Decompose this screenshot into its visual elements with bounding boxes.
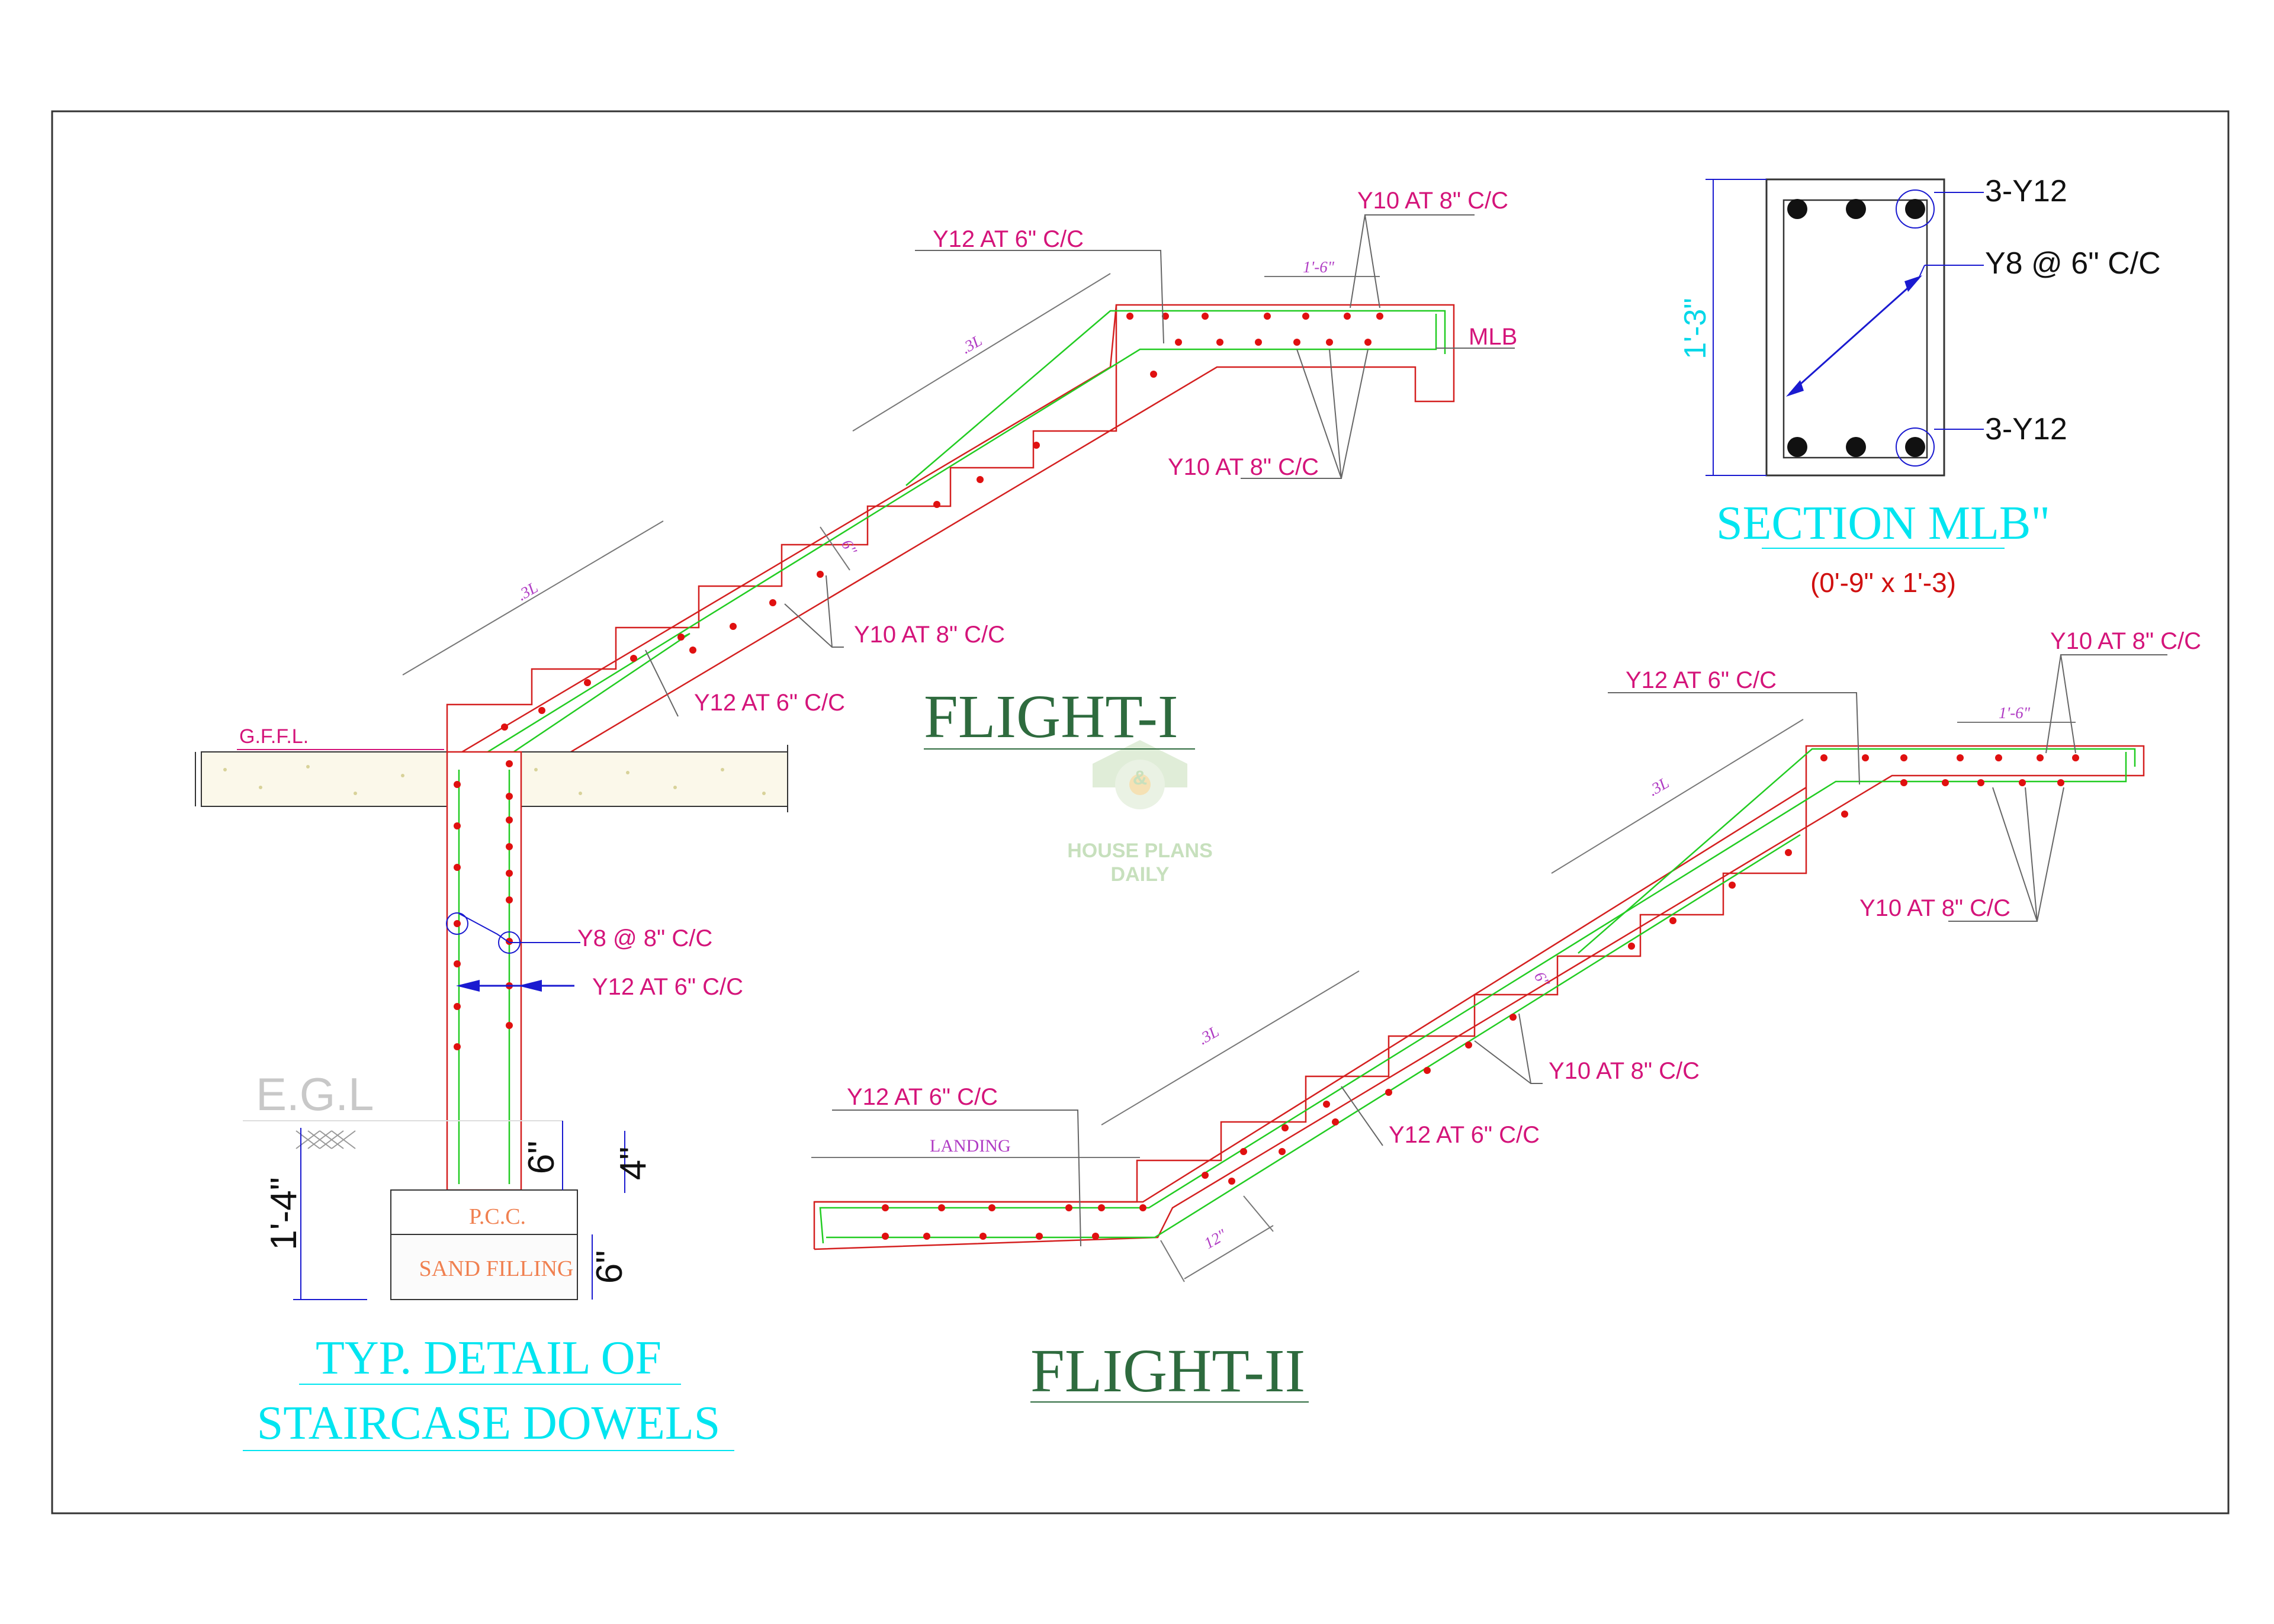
flight-2-leaders <box>832 654 2167 1247</box>
flight-1-label-landing-y10: Y10 AT 8" C/C <box>1168 454 1319 480</box>
dowel-dim-4: 4" <box>613 1147 654 1181</box>
flight-2-label-landing-y10: Y10 AT 8" C/C <box>1859 895 2010 921</box>
watermark-line2: DAILY <box>1111 863 1170 886</box>
flight-2-label-waist-y10: Y10 AT 8" C/C <box>1549 1058 1700 1084</box>
flight-1-dim-upper: .3L <box>958 332 985 358</box>
sand-block <box>390 1234 578 1300</box>
flight-1-label-mlb: MLB <box>1469 324 1517 350</box>
flight-2-label-waist-y12: Y12 AT 6" C/C <box>1389 1122 1540 1148</box>
flight-2-dim-waist: 6" <box>1531 969 1554 991</box>
flight-2-title: FLIGHT-II <box>1030 1337 1305 1405</box>
flight-1-bottom-bar <box>458 314 1437 771</box>
section-title: SECTION MLB" <box>1716 497 2050 549</box>
watermark-logo: & HOUSE PLANS DAILY <box>1067 740 1213 886</box>
flight-1: .3L .3L 1'-6" 6" Y12 AT 6" C/C Y10 AT 8"… <box>402 188 1517 808</box>
section-stirrup-label: Y8 @ 6" C/C <box>1985 246 2161 281</box>
dowel-tie-label: Y8 @ 8" C/C <box>577 925 712 951</box>
section-stirrup <box>1782 199 1928 459</box>
dowel-title-1: TYP. DETAIL OF <box>316 1332 661 1384</box>
floor-slab-texture <box>223 765 766 795</box>
flight-2-top-bar <box>1578 748 2136 954</box>
flight-2-dots <box>882 754 2079 1240</box>
dowel-detail: P.C.C. SAND FILLING 1'-4" 6" 4" 6" E.G.L… <box>195 725 788 1451</box>
dowel-bar-label: Y12 AT 6" C/C <box>592 974 743 1000</box>
flight-2-slab <box>814 786 1807 1203</box>
flight-1-steps <box>446 304 1455 808</box>
flight-2-steps <box>813 745 2145 1250</box>
flight-2-dim-landing: 1'-6" <box>1999 704 2031 722</box>
section-bottom-bars: 3-Y12 <box>1985 412 2067 446</box>
flight-2-dim-lower: .3L <box>1195 1022 1222 1049</box>
section-bars <box>1787 199 1925 457</box>
egl-hatch <box>296 1130 356 1149</box>
flight-1-leaders <box>645 214 1515 717</box>
flight-2-landing: LANDING <box>930 1136 1011 1156</box>
flight-1-label-waist-y10: Y10 AT 8" C/C <box>854 622 1005 648</box>
flight-2-dims <box>811 719 2076 1282</box>
flight-2-dim-bottom: 12" <box>1201 1226 1230 1252</box>
section-mlb: 1'-3" 3-Y12 Y8 @ 6" C/C 3-Y12 SECTION ML… <box>1678 174 2161 598</box>
flight-1-title: FLIGHT-I <box>924 683 1178 751</box>
dowel-dims <box>293 1121 625 1300</box>
dowel-dim-6b: 6" <box>589 1250 630 1284</box>
flight-1-top-bar <box>905 310 1446 486</box>
pcc-block <box>390 1189 578 1235</box>
sand-label: SAND FILLING <box>419 1256 574 1281</box>
dowel-dim-6a: 6" <box>521 1141 562 1175</box>
watermark-badge: & <box>1133 767 1148 789</box>
flight-1-label-top-y12: Y12 AT 6" C/C <box>933 226 1084 252</box>
flight-2-dim-upper: .3L <box>1645 774 1672 800</box>
section-outline <box>1765 178 1945 477</box>
flight-2-label-bottom-y12: Y12 AT 6" C/C <box>847 1084 998 1110</box>
flight-2-label-top-y12: Y12 AT 6" C/C <box>1626 667 1777 693</box>
section-size: (0'-9" x 1'-3) <box>1810 567 1956 598</box>
flight-2-label-top-y10: Y10 AT 8" C/C <box>2050 628 2201 654</box>
flight-2-bottom-bar-2 <box>826 834 1801 1239</box>
flight-1-dim-lower: .3L <box>514 578 541 604</box>
flight-1-dots <box>501 313 1383 731</box>
gffl-label: G.F.F.L. <box>239 725 309 748</box>
flight-1-dim-waist: 6" <box>838 536 861 558</box>
flight-2-bottom-bar <box>819 752 2127 1244</box>
dowel-dots <box>454 760 513 1050</box>
dowel-dim-depth: 1'-4" <box>264 1177 304 1250</box>
dowel-title-2: STAIRCASE DOWELS <box>257 1397 721 1449</box>
flight-1-label-top-y10: Y10 AT 8" C/C <box>1357 188 1508 214</box>
flight-2: .3L .3L 1'-6" 6" 12" LANDING Y12 AT 6" C… <box>811 628 2201 1405</box>
sheet-border <box>51 110 2230 1514</box>
flight-1-dim-landing: 1'-6" <box>1303 258 1335 276</box>
section-dim-height: 1'-3" <box>1678 298 1713 359</box>
egl-label: E.G.L <box>256 1068 374 1120</box>
pcc-label: P.C.C. <box>469 1204 526 1229</box>
flight-1-label-waist-y12: Y12 AT 6" C/C <box>694 690 845 716</box>
watermark-line1: HOUSE PLANS <box>1067 840 1213 862</box>
flight-1-dims <box>402 273 1380 676</box>
section-top-bars: 3-Y12 <box>1985 174 2067 208</box>
